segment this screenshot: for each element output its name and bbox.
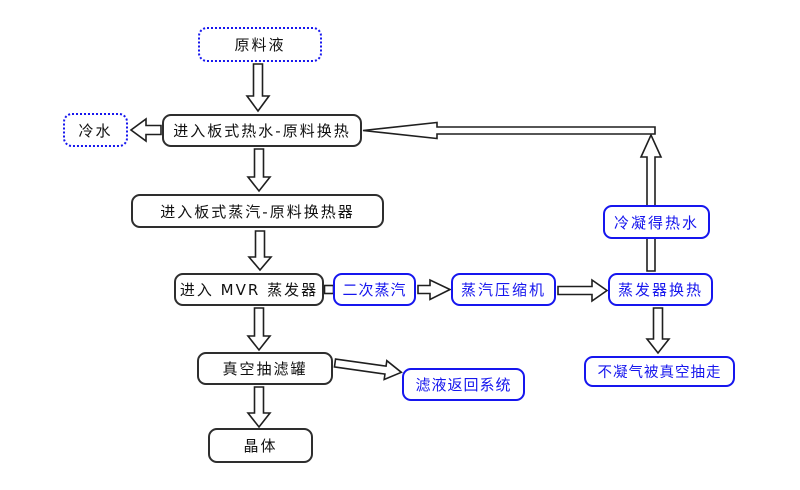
node-evaporator-heat-exchange: 蒸发器换热 — [608, 273, 713, 306]
node-raw-material: 原料液 — [198, 27, 322, 62]
node-crystal: 晶体 — [208, 428, 313, 463]
arrow-hot-water-exchange-to-cold-water — [129, 117, 162, 143]
node-evaporator-heat-exchange-label: 蒸发器换热 — [617, 281, 703, 299]
node-steam-compressor-label: 蒸汽压缩机 — [460, 281, 546, 299]
arrow-hot-water-exchange-to-steam-exchange — [246, 148, 272, 193]
node-steam-compressor: 蒸汽压缩机 — [451, 273, 556, 306]
node-raw-material-label: 原料液 — [234, 36, 286, 54]
node-steam-exchange: 进入板式蒸汽-原料换热器 — [131, 194, 384, 228]
node-vacuum-filter-tank: 真空抽滤罐 — [197, 352, 333, 385]
node-condensed-hot-water-label: 冷凝得热水 — [613, 213, 699, 232]
arrow-compressor-to-evaporator-exchange — [557, 278, 609, 303]
node-condensed-hot-water: 冷凝得热水 — [603, 205, 710, 239]
node-filtrate-return: 滤液返回系统 — [402, 368, 525, 401]
arrow-vacuum-filter-to-filtrate-return — [333, 358, 403, 381]
node-mvr-evaporator-label: 进入 MVR 蒸发器 — [179, 281, 319, 299]
arrow-vacuum-filter-to-crystal — [246, 386, 272, 429]
arrow-secondary-steam-to-compressor — [417, 278, 452, 301]
node-non-condensable-gas-label: 不凝气被真空抽走 — [597, 365, 722, 381]
arrow-return-to-hot-water-exchange — [362, 121, 656, 140]
node-filtrate-return-label: 滤液返回系统 — [415, 376, 512, 394]
arrow-steam-exchange-to-mvr — [247, 230, 273, 272]
node-crystal-label: 晶体 — [243, 437, 278, 455]
node-non-condensable-gas: 不凝气被真空抽走 — [584, 356, 735, 387]
node-hot-water-exchange: 进入板式热水-原料换热 — [162, 114, 362, 147]
node-vacuum-filter-tank-label: 真空抽滤罐 — [222, 360, 308, 378]
node-cold-water-label: 冷水 — [78, 121, 113, 140]
arrow-mvr-to-vacuum-filter — [246, 307, 272, 352]
node-secondary-steam: 二次蒸汽 — [333, 273, 416, 306]
arrow-evaporator-exchange-up — [639, 133, 663, 272]
node-secondary-steam-label: 二次蒸汽 — [342, 281, 407, 299]
node-cold-water: 冷水 — [63, 113, 128, 147]
node-steam-exchange-label: 进入板式蒸汽-原料换热器 — [160, 202, 355, 221]
node-mvr-evaporator: 进入 MVR 蒸发器 — [174, 273, 324, 306]
arrow-raw-material-to-hot-water-exchange — [245, 63, 271, 113]
node-hot-water-exchange-label: 进入板式热水-原料换热 — [173, 122, 351, 140]
arrow-evaporator-exchange-to-non-condensable — [645, 307, 671, 355]
